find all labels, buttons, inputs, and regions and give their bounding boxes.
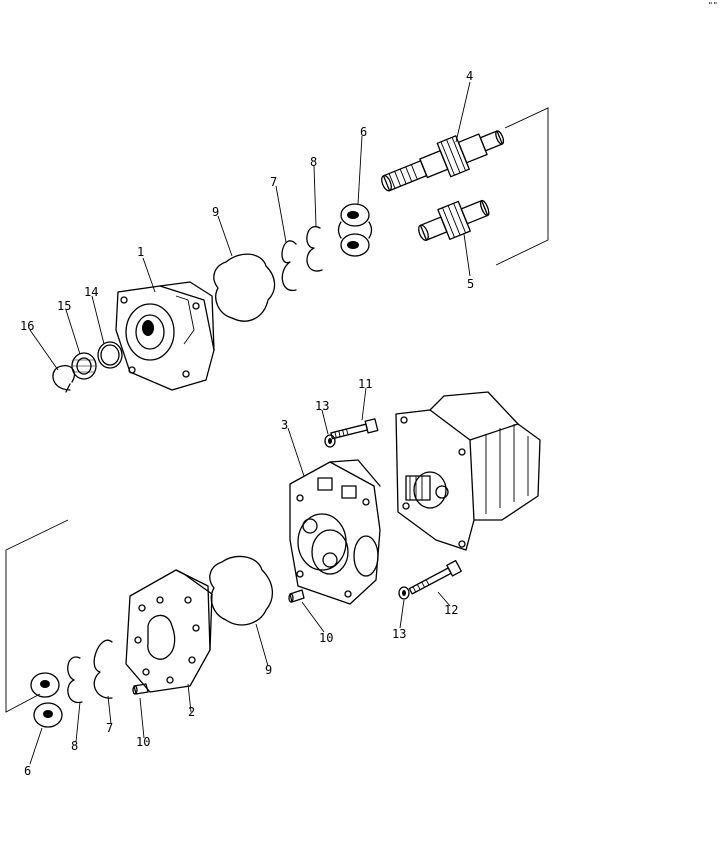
callout-4: 4 <box>466 69 473 83</box>
seal-ring-lower-7 <box>93 639 113 699</box>
callout-9-upper: 9 <box>212 205 219 219</box>
bolt-upper <box>330 418 379 440</box>
callout-15: 15 <box>57 299 71 313</box>
callout-8-upper: 8 <box>310 155 317 169</box>
bracket-upper <box>495 107 549 266</box>
snap-ring-16 <box>52 365 76 393</box>
seal-ring-lower-8 <box>67 656 83 704</box>
rear-pump-assembly <box>395 391 541 551</box>
leader-lines <box>29 81 471 765</box>
callout-2: 2 <box>188 705 195 719</box>
callout-7-upper: 7 <box>270 175 277 189</box>
callout-14: 14 <box>84 285 98 299</box>
callout-8-lower: 8 <box>71 739 78 753</box>
callout-13-upper: 13 <box>315 399 329 413</box>
callout-10-body: 10 <box>319 631 333 645</box>
seal-ring-upper-8 <box>306 225 323 272</box>
gasket-upper <box>213 253 276 322</box>
oil-seal-15 <box>71 352 97 380</box>
gasket-lower <box>209 555 273 626</box>
ring-14 <box>97 341 123 369</box>
washer-lower-13 <box>398 586 410 600</box>
front-cover <box>115 281 215 391</box>
dowel-pin-lower <box>132 683 149 695</box>
callout-6-lower: 6 <box>24 764 31 778</box>
callout-3: 3 <box>281 418 288 432</box>
callout-11: 11 <box>358 377 372 391</box>
callout-1: 1 <box>137 245 144 259</box>
corner-mark: "" <box>708 1 718 10</box>
dowel-pin-body <box>288 589 305 603</box>
callout-12: 12 <box>444 603 458 617</box>
seal-ring-upper-7 <box>281 240 297 291</box>
callout-10-plate: 10 <box>136 735 150 749</box>
callout-labels: 1 2 3 4 5 6 6 7 7 8 8 9 9 10 10 11 12 13… <box>20 69 474 778</box>
callout-13-lower: 13 <box>392 627 406 641</box>
callout-6-upper: 6 <box>360 125 367 139</box>
bushing-upper <box>337 203 373 257</box>
callout-7-lower: 7 <box>106 721 113 735</box>
gear-plate <box>125 569 213 693</box>
drive-gear-shaft <box>381 130 505 192</box>
bracket-lower <box>5 519 69 713</box>
gear-housing-body <box>289 459 381 605</box>
callout-5: 5 <box>467 277 474 291</box>
bolt-lower <box>408 559 462 595</box>
callout-16: 16 <box>20 319 34 333</box>
washer-upper-13 <box>324 434 336 448</box>
driven-gear <box>418 199 490 241</box>
bushing-lower <box>30 672 63 728</box>
callout-9-lower: 9 <box>265 663 272 677</box>
